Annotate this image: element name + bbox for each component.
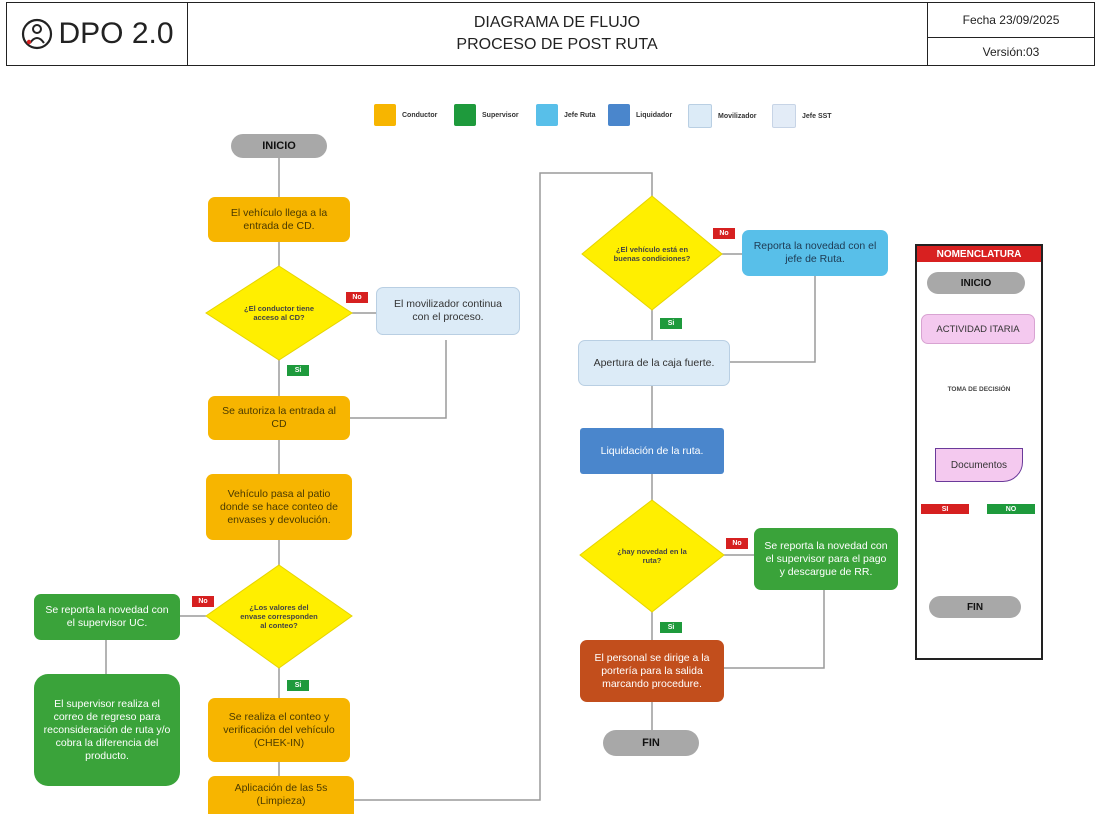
nomenclature-box: NOMENCLATURA INICIO ACTIVIDAD ITARIA TOM…: [915, 244, 1043, 660]
step-5s: Aplicación de las 5s (Limpieza): [208, 776, 354, 814]
no-tag: No: [346, 292, 368, 303]
legend-label: Jefe Ruta: [564, 111, 596, 119]
legend-jefe-sst: Jefe SST: [772, 104, 832, 128]
step-entry-authorized: Se autoriza la entrada al CD: [208, 396, 350, 440]
si-tag: Si: [287, 680, 309, 691]
title-line-1: DIAGRAMA DE FLUJO: [473, 14, 641, 31]
legend-end: FIN: [929, 596, 1021, 618]
logo-text: DPO 2.0: [58, 17, 174, 50]
legend-documents: Documentos: [935, 448, 1023, 482]
step-open-safe: Apertura de la caja fuerte.: [578, 340, 730, 386]
no-tag: No: [192, 596, 214, 607]
decision-diamond-3: [581, 195, 723, 311]
decision-diamond-2: [205, 564, 353, 669]
version: Versión:03: [982, 45, 1040, 59]
legend-label: Supervisor: [482, 111, 519, 119]
legend-no: NO: [987, 504, 1035, 514]
step-checkin: Se realiza el conteo y verificación del …: [208, 698, 350, 762]
no-tag: No: [726, 538, 748, 549]
legend-swatch: [688, 104, 712, 128]
nomenclature-title: NOMENCLATURA: [917, 246, 1041, 262]
step-report-supervisor: Se reporta la novedad con el supervisor …: [34, 594, 180, 640]
no-tag: No: [713, 228, 735, 239]
legend-label: Liquidador: [636, 111, 673, 119]
legend-supervisor: Supervisor: [454, 104, 519, 126]
legend-activity: ACTIVIDAD ITARIA: [921, 314, 1035, 344]
header: DPO 2.0 DIAGRAMA DE FLUJO PROCESO DE POS…: [6, 2, 1095, 66]
meta: Fecha 23/09/2025 Versión:03: [927, 3, 1094, 65]
legend-label: Movilizador: [718, 112, 757, 120]
legend-si: SI: [921, 504, 969, 514]
fecha: Fecha 23/09/2025: [928, 3, 1094, 38]
step-yard-count: Vehículo pasa al patio donde se hace con…: [206, 474, 352, 540]
logo-icon: [22, 18, 53, 50]
legend-swatch: [536, 104, 558, 126]
step-report-jefe-ruta: Reporta la novedad con el jefe de Ruta.: [742, 230, 888, 276]
legend-start: INICIO: [927, 272, 1025, 294]
step-route-liquidation: Liquidación de la ruta.: [580, 428, 724, 474]
legend-movilizador: Movilizador: [688, 104, 757, 128]
step-exit-gate: El personal se dirige a la portería para…: [580, 640, 724, 702]
step-movilizador-continues: El movilizador continua con el proceso.: [376, 287, 520, 335]
si-tag: Si: [287, 365, 309, 376]
legend-swatch: [772, 104, 796, 128]
legend-liquidador: Liquidador: [608, 104, 672, 126]
legend-swatch: [374, 104, 396, 126]
si-tag: Si: [660, 622, 682, 633]
decision-diamond-4: [579, 499, 725, 613]
legend-label: Conductor: [402, 111, 438, 119]
step-supervisor-email: El supervisor realiza el correo de regre…: [34, 674, 180, 786]
title: DIAGRAMA DE FLUJO PROCESO DE POST RUTA: [187, 3, 927, 65]
decision-vehicle-condition: ¿El vehículo está en buenas condiciones?: [613, 245, 691, 263]
legend-label: Jefe SST: [802, 112, 832, 120]
step-vehicle-arrives: El vehículo llega a la entrada de CD.: [208, 197, 350, 242]
logo: DPO 2.0: [7, 3, 188, 65]
title-line-2: PROCESO DE POST RUTA: [456, 36, 658, 53]
decision-novelty: ¿hay novedad en la ruta?: [617, 547, 687, 565]
start-terminator: INICIO: [231, 134, 327, 158]
legend-decision: TOMA DE DECISIÓN: [947, 385, 1011, 393]
end-terminator: FIN: [603, 730, 699, 756]
decision-access: ¿El conductor tiene acceso al CD?: [243, 304, 314, 322]
legend-jefe-ruta: Jefe Ruta: [536, 104, 596, 126]
decision-values: ¿Los valores del envase corresponden al …: [240, 602, 318, 630]
legend-conductor: Conductor: [374, 104, 437, 126]
legend-swatch: [454, 104, 476, 126]
step-report-payment: Se reporta la novedad con el supervisor …: [754, 528, 898, 590]
decision-diamond-1: [205, 265, 353, 361]
si-tag: Si: [660, 318, 682, 329]
legend-swatch: [608, 104, 630, 126]
